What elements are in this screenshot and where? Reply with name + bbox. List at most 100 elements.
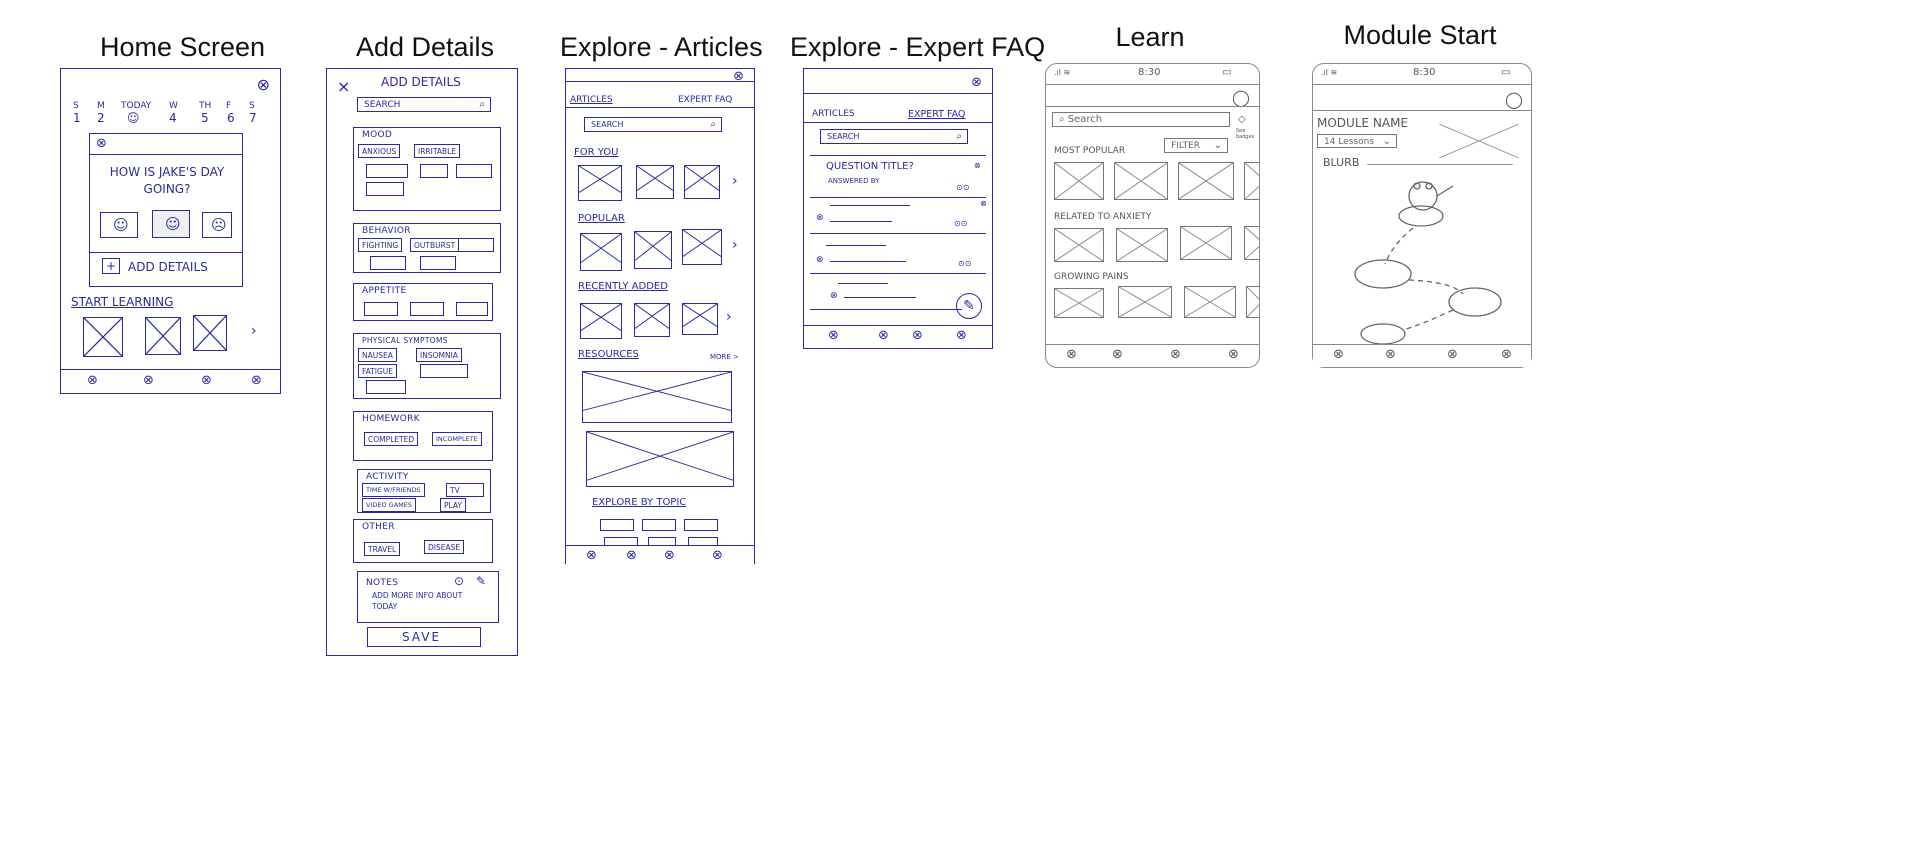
today-face-icon[interactable]: ☺	[127, 111, 140, 125]
chip[interactable]	[420, 256, 456, 270]
module-card[interactable]	[1118, 286, 1172, 318]
nav-icon[interactable]: ⊗	[251, 373, 262, 388]
article-card[interactable]	[682, 229, 722, 265]
profile-icon[interactable]: ⊗	[256, 75, 270, 94]
search-input[interactable]: SEARCH⌕	[357, 97, 491, 112]
chip[interactable]: VIDEO GAMES	[362, 498, 416, 512]
date-number[interactable]: 2	[97, 111, 105, 125]
chip[interactable]: ANXIOUS	[358, 144, 401, 158]
nav-icon[interactable]: ⊗	[1066, 347, 1077, 362]
module-card[interactable]	[1246, 286, 1260, 318]
nav-icon[interactable]: ⊗	[1447, 347, 1458, 362]
module-card[interactable]	[1114, 162, 1168, 200]
sad-face-button[interactable]: ☹	[202, 212, 232, 238]
module-card[interactable]	[1184, 286, 1236, 318]
chip[interactable]: PLAY	[440, 498, 467, 512]
article-card[interactable]	[578, 165, 622, 201]
date-number[interactable]: 6	[227, 111, 235, 125]
nav-icon[interactable]: ⊗	[626, 548, 637, 563]
chevron-right-icon[interactable]: ›	[732, 237, 738, 253]
chip[interactable]: TRAVEL	[364, 542, 401, 556]
search-input[interactable]: SEARCH⌕	[820, 129, 968, 144]
reaction-icon[interactable]: ⊙⊙	[954, 219, 968, 228]
lessons-dropdown[interactable]: 14 Lessons⌄	[1317, 134, 1397, 148]
add-icon[interactable]: +	[102, 258, 121, 274]
filter-dropdown[interactable]: FILTER⌄	[1164, 138, 1228, 153]
article-card[interactable]	[634, 303, 670, 337]
notes-text[interactable]: ADD MORE INFO ABOUT TODAY	[372, 591, 463, 611]
edit-icon[interactable]: ✎	[476, 574, 487, 588]
module-card[interactable]	[1178, 162, 1234, 200]
nav-icon[interactable]: ⊗	[143, 373, 154, 388]
chip[interactable]: FATIGUE	[358, 364, 398, 378]
article-card[interactable]	[684, 165, 720, 199]
nav-icon[interactable]: ⊗	[1170, 347, 1181, 362]
chip[interactable]: TIME W/FRIENDS	[362, 483, 425, 497]
chip[interactable]: TV	[446, 483, 484, 497]
chevron-right-icon[interactable]: ›	[732, 173, 738, 189]
module-card[interactable]	[1054, 228, 1104, 262]
article-card[interactable]	[682, 303, 718, 335]
chip[interactable]: IRRITABLE	[414, 144, 461, 158]
chip[interactable]	[364, 302, 398, 316]
nav-icon[interactable]: ⊗	[586, 548, 597, 563]
close-icon[interactable]: ⊗	[96, 136, 107, 151]
profile-icon[interactable]: ◯	[1505, 90, 1523, 109]
neutral-face-button[interactable]: ☺	[152, 210, 190, 238]
chip[interactable]: OUTBURST	[410, 238, 460, 252]
chip[interactable]	[420, 364, 468, 378]
chip[interactable]: NAUSEA	[358, 348, 397, 362]
search-input[interactable]: SEARCH⌕	[584, 117, 722, 132]
chip[interactable]	[458, 238, 494, 252]
reaction-icon[interactable]: ⊙⊙	[956, 183, 970, 192]
search-input[interactable]: ⌕ Search	[1052, 112, 1230, 127]
module-card[interactable]	[1244, 162, 1260, 200]
lock-icon[interactable]: ⊙	[454, 574, 465, 588]
more-link[interactable]: MORE >	[710, 353, 739, 361]
nav-icon[interactable]: ⊗	[912, 328, 923, 343]
article-card[interactable]	[634, 231, 672, 269]
chip[interactable]	[420, 164, 448, 178]
article-card[interactable]	[580, 233, 622, 271]
tab-articles[interactable]: ARTICLES	[570, 95, 613, 105]
chip[interactable]	[366, 182, 404, 196]
nav-icon[interactable]: ⊗	[1112, 347, 1123, 362]
date-number[interactable]: 5	[201, 111, 209, 125]
chip[interactable]: DISEASE	[424, 540, 465, 554]
date-number[interactable]: 1	[73, 111, 81, 125]
profile-icon[interactable]: ⊗	[971, 75, 982, 90]
save-button[interactable]: SAVE	[367, 627, 481, 647]
happy-face-button[interactable]: ☺	[100, 212, 138, 238]
profile-icon[interactable]: ⊗	[733, 69, 744, 84]
reaction-icon[interactable]: ⊙⊙	[958, 259, 972, 268]
chevron-right-icon[interactable]: ›	[251, 323, 257, 339]
date-number[interactable]: 4	[169, 111, 177, 125]
topic-chip[interactable]	[642, 519, 676, 531]
nav-icon[interactable]: ⊗	[712, 548, 723, 563]
add-details-link[interactable]: ADD DETAILS	[128, 260, 208, 274]
chip[interactable]	[456, 302, 488, 316]
chip[interactable]	[366, 164, 408, 178]
module-card[interactable]	[1180, 226, 1232, 260]
module-card[interactable]	[1116, 228, 1168, 262]
module-card[interactable]	[1244, 226, 1260, 260]
date-number[interactable]: 7	[249, 111, 257, 125]
learning-thumbnail[interactable]	[83, 317, 123, 357]
nav-icon[interactable]: ⊗	[1501, 347, 1512, 362]
close-button[interactable]: ×	[337, 77, 351, 96]
nav-icon[interactable]: ⊗	[956, 328, 967, 343]
nav-icon[interactable]: ⊗	[664, 548, 675, 563]
tab-expert-faq[interactable]: EXPERT FAQ	[908, 109, 966, 120]
resource-card[interactable]	[582, 371, 732, 423]
nav-icon[interactable]: ⊗	[1333, 347, 1344, 362]
learning-thumbnail[interactable]	[193, 315, 227, 351]
compose-button[interactable]: ✎	[956, 293, 982, 319]
chip[interactable]	[410, 302, 444, 316]
tab-expert-faq[interactable]: EXPERT FAQ	[678, 95, 733, 105]
resource-card[interactable]	[586, 431, 734, 487]
chip[interactable]	[370, 256, 406, 270]
tab-articles[interactable]: ARTICLES	[812, 109, 855, 119]
nav-icon[interactable]: ⊗	[1228, 347, 1239, 362]
article-card[interactable]	[636, 165, 674, 199]
topic-chip[interactable]	[684, 519, 718, 531]
